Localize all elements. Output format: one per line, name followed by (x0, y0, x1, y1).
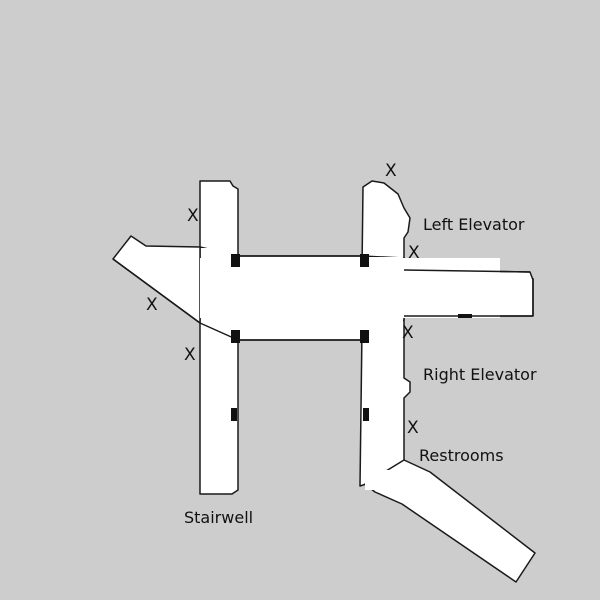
marker-x: X (184, 345, 196, 365)
southeast-wing (364, 459, 536, 583)
label-restrooms: Restrooms (419, 446, 504, 465)
pillar (231, 330, 240, 343)
pillar (360, 254, 369, 267)
label-right-elevator: Right Elevator (423, 365, 537, 384)
pillar (360, 330, 369, 343)
pillars (231, 254, 472, 421)
pillar (231, 408, 237, 421)
marker-x: X (385, 161, 397, 181)
marker-x: X (146, 295, 158, 315)
label-left-elevator: Left Elevator (423, 215, 525, 234)
marker-x: X (402, 323, 414, 343)
pillar (458, 314, 472, 318)
marker-x: X (407, 418, 419, 438)
marker-x: X (187, 206, 199, 226)
label-stairwell: Stairwell (184, 508, 254, 527)
pillar (363, 408, 369, 421)
marker-x: X (408, 243, 420, 263)
pillar (231, 254, 240, 267)
